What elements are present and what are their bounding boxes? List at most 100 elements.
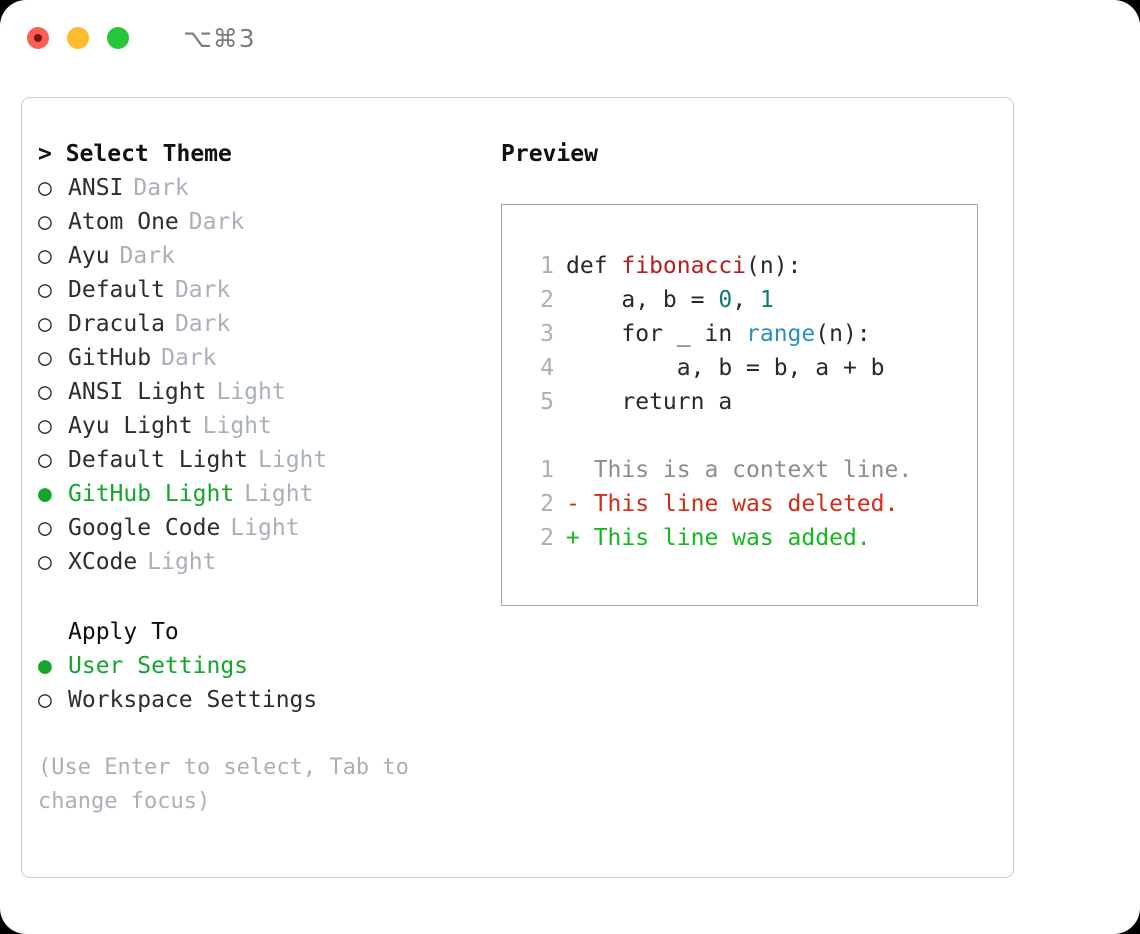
- code-token-plain: return a: [621, 389, 733, 415]
- minimize-button[interactable]: [67, 27, 89, 49]
- theme-option-atom-one[interactable]: ○ Atom One Dark: [38, 205, 478, 239]
- theme-variant-tag: Dark: [174, 311, 231, 337]
- theme-option-label: GitHub: [68, 345, 152, 371]
- code-token-plain: (n):: [815, 321, 871, 347]
- theme-option-default-light[interactable]: ○ Default Light Light: [38, 443, 478, 477]
- code-token-plain: def: [566, 253, 622, 279]
- theme-variant-tag: Light: [244, 481, 314, 507]
- code-line: 1 def fibonacci(n):: [522, 249, 977, 283]
- code-text: def fibonacci(n):: [566, 249, 801, 283]
- theme-variant-tag: Dark: [188, 209, 245, 235]
- code-text: a, b = 0, 1: [566, 283, 773, 317]
- code-token-plain: ,: [732, 287, 760, 313]
- diff-sample: 1 This is a context line. 2 - This line wa…: [522, 453, 977, 555]
- code-line: 5 return a: [522, 385, 977, 419]
- radio-unselected-icon: ○: [38, 413, 52, 439]
- radio-unselected-icon: ○: [38, 243, 52, 269]
- theme-variant-tag: Light: [230, 515, 300, 541]
- theme-option-label: Default: [68, 277, 165, 303]
- theme-option-ansi-light[interactable]: ○ ANSI Light Light: [38, 375, 478, 409]
- theme-option-label: Dracula: [68, 311, 165, 337]
- theme-option-ayu[interactable]: ○ Ayu Dark: [38, 239, 478, 273]
- apply-to-header: Apply To: [68, 619, 179, 645]
- theme-variant-tag: Light: [202, 413, 272, 439]
- code-token-call: range: [746, 321, 816, 347]
- radio-unselected-icon: ○: [38, 379, 52, 405]
- line-number: 5: [540, 389, 554, 415]
- theme-option-label: Atom One: [68, 209, 179, 235]
- maximize-button[interactable]: [107, 27, 129, 49]
- apply-to-option-user-settings[interactable]: ●User Settings: [38, 649, 478, 683]
- theme-option-github-light[interactable]: ● GitHub Light Light: [38, 477, 478, 511]
- theme-variant-tag: Light: [147, 549, 217, 575]
- code-token-fn: fibonacci: [621, 253, 747, 279]
- radio-selected-icon: ●: [38, 481, 52, 507]
- radio-unselected-icon: ○: [38, 345, 52, 371]
- theme-option-dracula[interactable]: ○ Dracula Dark: [38, 307, 478, 341]
- code-line: 4 a, b = b, a + b: [522, 351, 977, 385]
- theme-variant-tag: Dark: [174, 277, 231, 303]
- code-token-num: 0: [718, 287, 733, 313]
- line-number: 2: [540, 491, 554, 517]
- diff-line-add: 2+ This line was added.: [522, 521, 977, 555]
- radio-unselected-icon: ○: [38, 447, 52, 473]
- radio-unselected-icon: ○: [38, 515, 52, 541]
- diff-text: - This line was deleted.: [566, 491, 899, 517]
- keyboard-hint-text: (Use Enter to select, Tab to change focu…: [38, 755, 409, 814]
- theme-option-label: GitHub Light: [68, 481, 235, 507]
- theme-option-label: Ayu: [68, 243, 110, 269]
- line-number: 2: [540, 287, 554, 313]
- select-theme-header: > Select Theme: [38, 141, 232, 167]
- close-button[interactable]: [27, 27, 49, 49]
- code-text: a, b = b, a + b: [566, 351, 885, 385]
- code-token-plain: for _ in: [621, 321, 747, 347]
- section-spacer: [38, 579, 478, 615]
- line-number: 1: [540, 457, 554, 483]
- radio-unselected-icon: ○: [38, 209, 52, 235]
- theme-option-label: Ayu Light: [68, 413, 193, 439]
- radio-unselected-icon: ○: [38, 687, 52, 713]
- apply-to-option-label: Workspace Settings: [68, 687, 318, 713]
- keyboard-shortcut-label: ⌥⌘3: [183, 23, 256, 53]
- theme-option-default[interactable]: ○ Default Dark: [38, 273, 478, 307]
- line-number: 3: [540, 321, 554, 347]
- code-token-plain: a, b =: [621, 287, 719, 313]
- theme-option-label: ANSI Light: [68, 379, 207, 405]
- diff-line-del: 2 - This line was deleted.: [522, 487, 977, 521]
- code-token-plain: (n):: [746, 253, 802, 279]
- title-bar: ⌥⌘3: [0, 0, 1140, 76]
- radio-selected-icon: ●: [38, 653, 52, 679]
- theme-variant-tag: Light: [258, 447, 328, 473]
- theme-option-label: Default Light: [68, 447, 249, 473]
- code-line: 2 a, b = 0, 1: [522, 283, 977, 317]
- theme-option-label: ANSI: [68, 175, 124, 201]
- theme-variant-tag: Dark: [119, 243, 175, 269]
- code-text: return a: [566, 385, 732, 419]
- radio-unselected-icon: ○: [38, 549, 52, 575]
- line-number: 2: [540, 525, 554, 551]
- radio-unselected-icon: ○: [38, 311, 52, 337]
- diff-line-ctx: 1 This is a context line.: [522, 453, 977, 487]
- radio-unselected-icon: ○: [38, 277, 52, 303]
- theme-option-github[interactable]: ○ GitHub Dark: [38, 341, 478, 375]
- code-diff-spacer: [522, 419, 977, 453]
- code-token-plain: a, b = b, a + b: [676, 355, 885, 381]
- theme-option-xcode[interactable]: ○ XCode Light: [38, 545, 478, 579]
- theme-variant-tag: Light: [216, 379, 286, 405]
- apply-to-list[interactable]: ●User Settings ○ Workspace Settings: [38, 649, 478, 717]
- apply-to-option-workspace-settings[interactable]: ○ Workspace Settings: [38, 683, 478, 717]
- line-number: 4: [540, 355, 554, 381]
- theme-option-ayu-light[interactable]: ○ Ayu Light Light: [38, 409, 478, 443]
- line-number: 1: [540, 253, 554, 279]
- theme-variant-tag: Dark: [161, 345, 217, 371]
- theme-option-label: XCode: [68, 549, 138, 575]
